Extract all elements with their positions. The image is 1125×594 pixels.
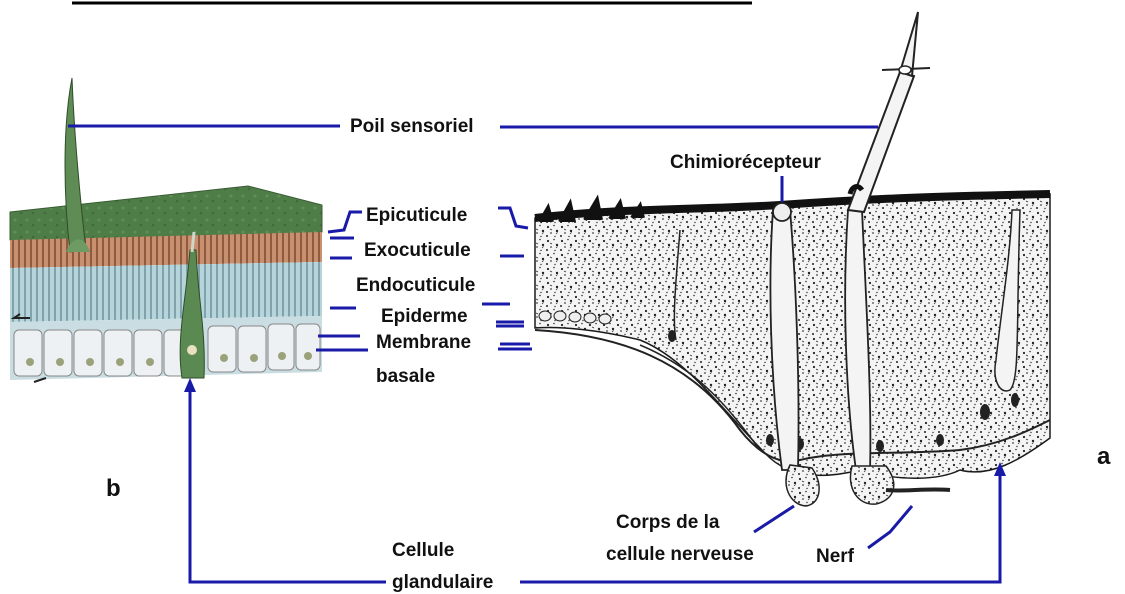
label-corps-line2: cellule nerveuse [606,544,754,566]
label-poil-sensoriel: Poil sensoriel [350,116,474,138]
label-exocuticule: Exocuticule [364,240,471,262]
label-corps-line1: Corps de la [616,512,719,534]
label-epiderme: Epiderme [381,306,468,328]
sensory-hair-section [848,72,914,212]
panel-label-a: a [1097,446,1110,468]
sensory-hair [65,78,86,252]
panel-label-b: b [106,478,121,500]
label-glandulaire: glandulaire [392,572,493,594]
label-nerf: Nerf [816,546,854,568]
basal-cells [14,324,320,376]
label-endocuticule: Endocuticule [356,275,475,297]
label-cellule: Cellule [392,540,454,562]
label-epicuticule: Epicuticule [366,205,467,227]
label-chimiorecepteur: Chimiorécepteur [670,152,821,174]
label-basale: basale [376,366,435,388]
arrowhead-up-b [184,378,196,392]
cross-section-illustration [535,12,1050,506]
label-membrane: Membrane [376,332,471,354]
